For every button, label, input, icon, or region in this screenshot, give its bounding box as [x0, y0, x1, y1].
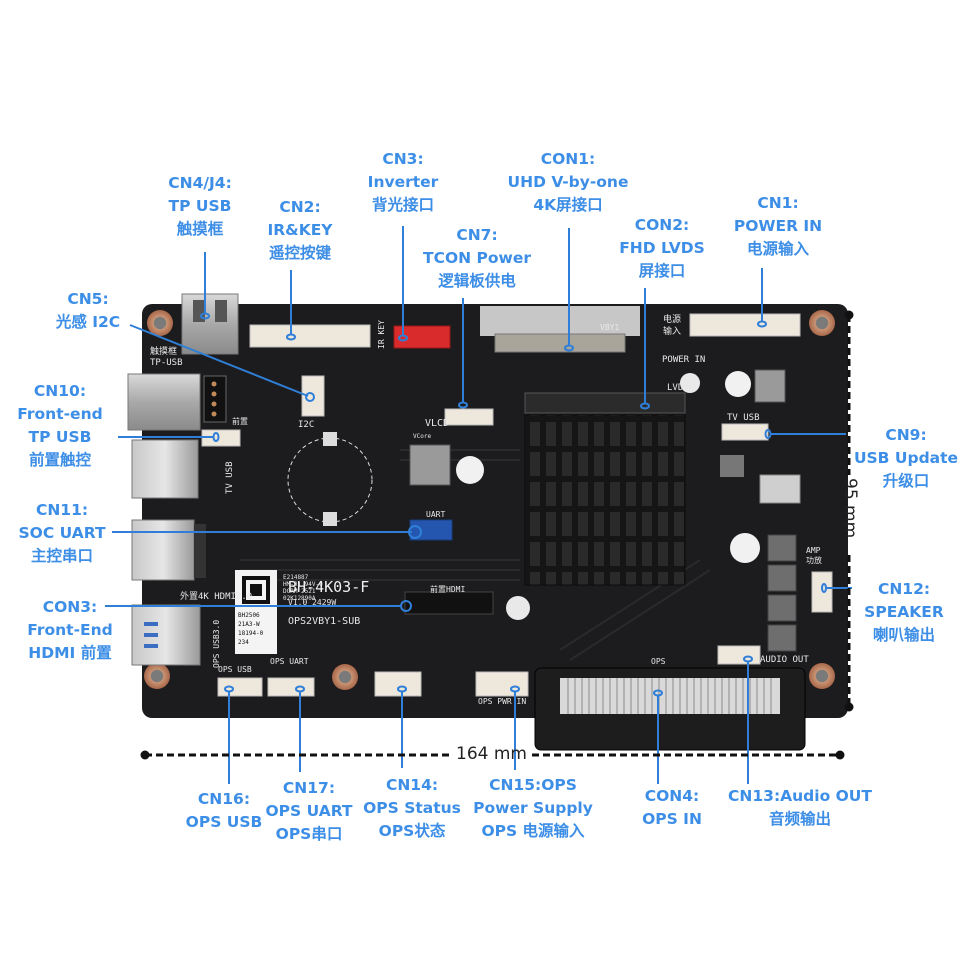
board-model-silk: BH-4K03-F [288, 578, 369, 596]
svg-text:输入: 输入 [663, 325, 681, 337]
svg-text:VLCD: VLCD [425, 418, 449, 429]
cn1-power-in-connector [689, 313, 801, 337]
cn14-ops-status-connector [374, 671, 422, 697]
con1-vby1-connector [480, 306, 640, 336]
svg-text:电源: 电源 [663, 313, 681, 325]
cn17-ops-uart-connector [267, 677, 315, 697]
svg-text:前置: 前置 [232, 416, 248, 426]
svg-text:OPS PWR IN: OPS PWR IN [478, 697, 526, 706]
svg-text:TV USB: TV USB [727, 413, 760, 423]
dimension-width-line [140, 750, 845, 760]
svg-text:OPS UART: OPS UART [270, 657, 309, 666]
capacitor-220-16v [730, 533, 760, 563]
svg-text:OPS: OPS [651, 657, 666, 666]
capacitor-220-6v3 [456, 456, 484, 484]
svg-text:18194-0: 18194-0 [238, 630, 264, 637]
svg-text:LVDS: LVDS [667, 383, 689, 393]
usb-b-port [127, 373, 201, 431]
label-cn16-ops-usb: CN16:OPS USB [185, 790, 263, 831]
mounting-holes [144, 310, 835, 690]
inductor-150-array [767, 534, 797, 652]
svg-text:234: 234 [238, 639, 249, 646]
svg-text:OPS USB3.0: OPS USB3.0 [212, 620, 221, 668]
svg-text:BH2506: BH2506 [238, 612, 260, 619]
svg-text:外置4K HDMI2.0: 外置4K HDMI2.0 [180, 590, 252, 602]
svg-text:21A3-W: 21A3-W [238, 621, 260, 628]
con3-front-hdmi-header [404, 591, 494, 615]
cn9-usb-update-connector [721, 423, 769, 441]
svg-text:I2C: I2C [298, 420, 314, 430]
svg-text:AMP: AMP [806, 546, 821, 555]
svg-text:TP-USB: TP-USB [150, 358, 183, 368]
dimension-height-line [844, 310, 854, 712]
svg-text:E214887: E214887 [283, 574, 309, 581]
svg-text:TV USB: TV USB [225, 461, 235, 494]
heatsink [524, 414, 686, 586]
svg-text:UART: UART [426, 510, 445, 519]
svg-text:HM-01 94V-0: HM-01 94V-0 [283, 581, 323, 588]
svg-text:触摸框: 触摸框 [150, 345, 177, 357]
svg-text:DGRM 2521: DGRM 2521 [283, 588, 316, 595]
inductor-4r7-left [409, 444, 451, 486]
svg-text:功放: 功放 [806, 555, 822, 565]
cn2-ir-key-connector [249, 324, 371, 348]
hdmi-port [131, 519, 195, 581]
leader-lines [105, 226, 852, 784]
svg-text:AUDIO OUT: AUDIO OUT [760, 655, 809, 665]
con2-lvds-connector [524, 392, 686, 414]
svg-text:IR KEY: IR KEY [377, 320, 386, 349]
usb3-port [131, 604, 201, 666]
svg-text:POWER IN: POWER IN [662, 355, 705, 365]
svg-text:前置HDMI: 前置HDMI [430, 584, 465, 594]
label-cn5-i2c: CN5:光感 I2C [55, 290, 121, 331]
dimension-width-label: 164 mm [456, 744, 527, 764]
svg-text:V1.0 2429W: V1.0 2429W [288, 598, 336, 607]
cn7-tcon-power-connector [444, 408, 494, 426]
svg-text:02K12890A: 02K12890A [283, 595, 316, 602]
tv-usb-port [131, 439, 199, 499]
svg-text:VCore: VCore [413, 433, 431, 440]
svg-text:OPS USB: OPS USB [218, 665, 252, 674]
svg-text:VBY1: VBY1 [600, 323, 619, 332]
cn15-ops-power-connector [475, 671, 529, 697]
tp-usb-port [181, 293, 239, 355]
svg-text:OPS2VBY1-SUB: OPS2VBY1-SUB [288, 616, 360, 627]
cn13-audio-out-connector [717, 645, 761, 665]
inductor-4r7-right [754, 369, 786, 403]
cn3-inverter-connector [393, 325, 451, 349]
label-con4-ops-in: CON4:OPS IN [642, 787, 702, 828]
standoff [506, 596, 530, 620]
